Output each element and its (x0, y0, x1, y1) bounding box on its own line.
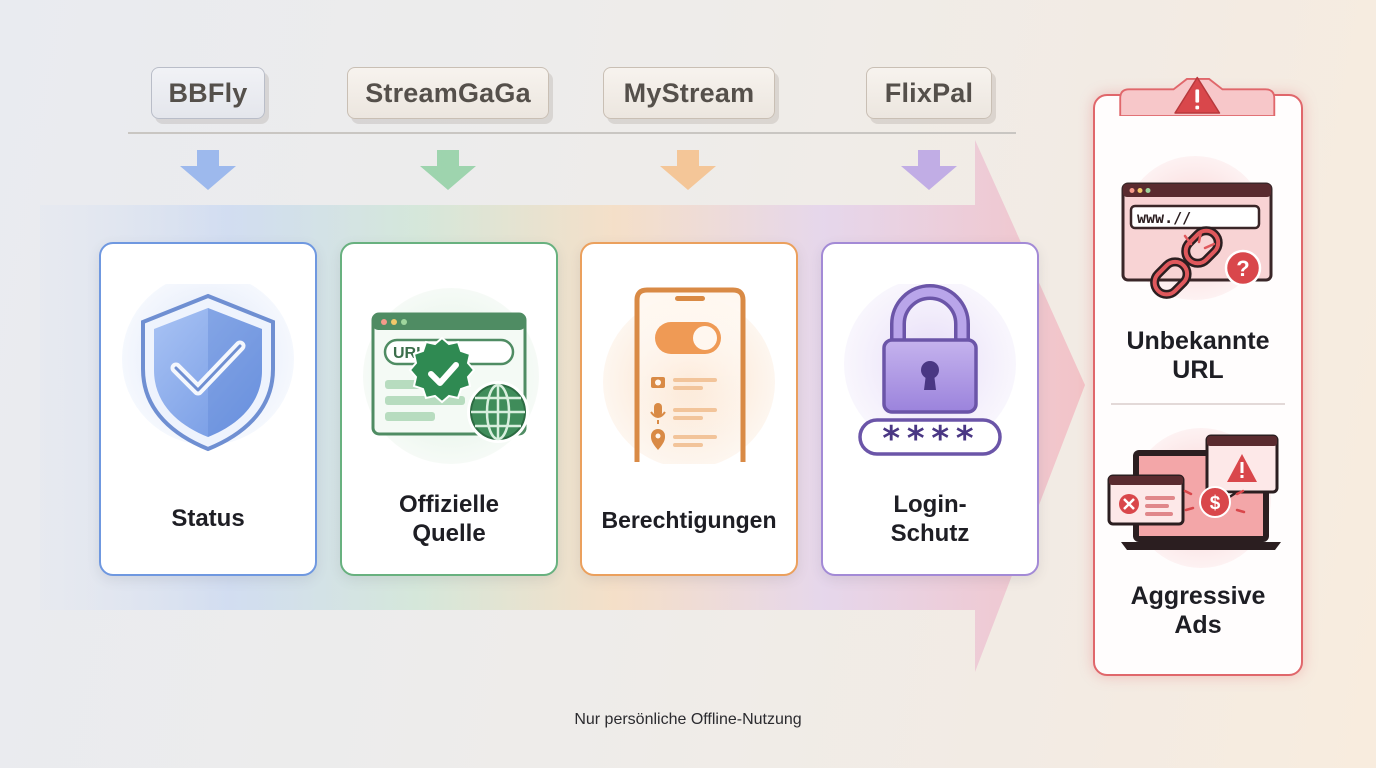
provider-tag-streamgaga: StreamGaGa (347, 67, 549, 119)
warning-separator (1111, 403, 1285, 405)
broken-link-browser-icon: www.// ? (1121, 156, 1273, 300)
svg-text:?: ? (1236, 256, 1249, 281)
check-card-status: Status (99, 242, 317, 576)
shield-check-icon (122, 284, 294, 452)
phone-permissions-icon (603, 287, 775, 464)
warning-panel: www.// ? Unbekannte URL (1093, 94, 1303, 676)
check-card-label: Login- Schutz (890, 491, 970, 547)
footer-note: Nur persönliche Offline-Nutzung (574, 711, 802, 728)
check-card-permissions: Berechtigungen (580, 242, 798, 576)
provider-label: MyStream (623, 77, 755, 108)
ad-popup-laptop-icon: $ (1107, 428, 1281, 568)
provider-tag-mystream: MyStream (603, 67, 775, 119)
check-card-label: Berechtigungen (601, 507, 777, 533)
warning-triangle-icon (1119, 76, 1276, 116)
down-arrow-icon (660, 150, 716, 190)
down-arrow-icon (901, 150, 957, 190)
provider-divider (128, 132, 1016, 134)
provider-label: BBFly (168, 77, 248, 108)
check-card-label: Offizielle Quelle (398, 491, 500, 547)
down-arrow-icon (180, 150, 236, 190)
unknown-url-text: www.// (1137, 209, 1191, 227)
provider-tag-flixpal: FlixPal (866, 67, 992, 119)
padlock-password-icon: **** (844, 284, 1016, 459)
check-card-official-source: URL Offizielle Quelle (340, 242, 558, 576)
password-mask-text: **** (881, 419, 979, 459)
verified-browser-globe-icon: URL (363, 288, 539, 464)
provider-tag-bbfly: BBFly (151, 67, 265, 119)
check-card-login-protection: **** Login- Schutz (821, 242, 1039, 576)
check-card-label: Status (171, 505, 245, 532)
warning-item-label: Aggressive Ads (1130, 582, 1266, 639)
down-arrow-icon (420, 150, 476, 190)
svg-text:$: $ (1210, 493, 1221, 514)
warning-item-label: Unbekannte URL (1126, 327, 1270, 384)
provider-label: FlixPal (884, 77, 974, 108)
provider-label: StreamGaGa (365, 77, 531, 108)
